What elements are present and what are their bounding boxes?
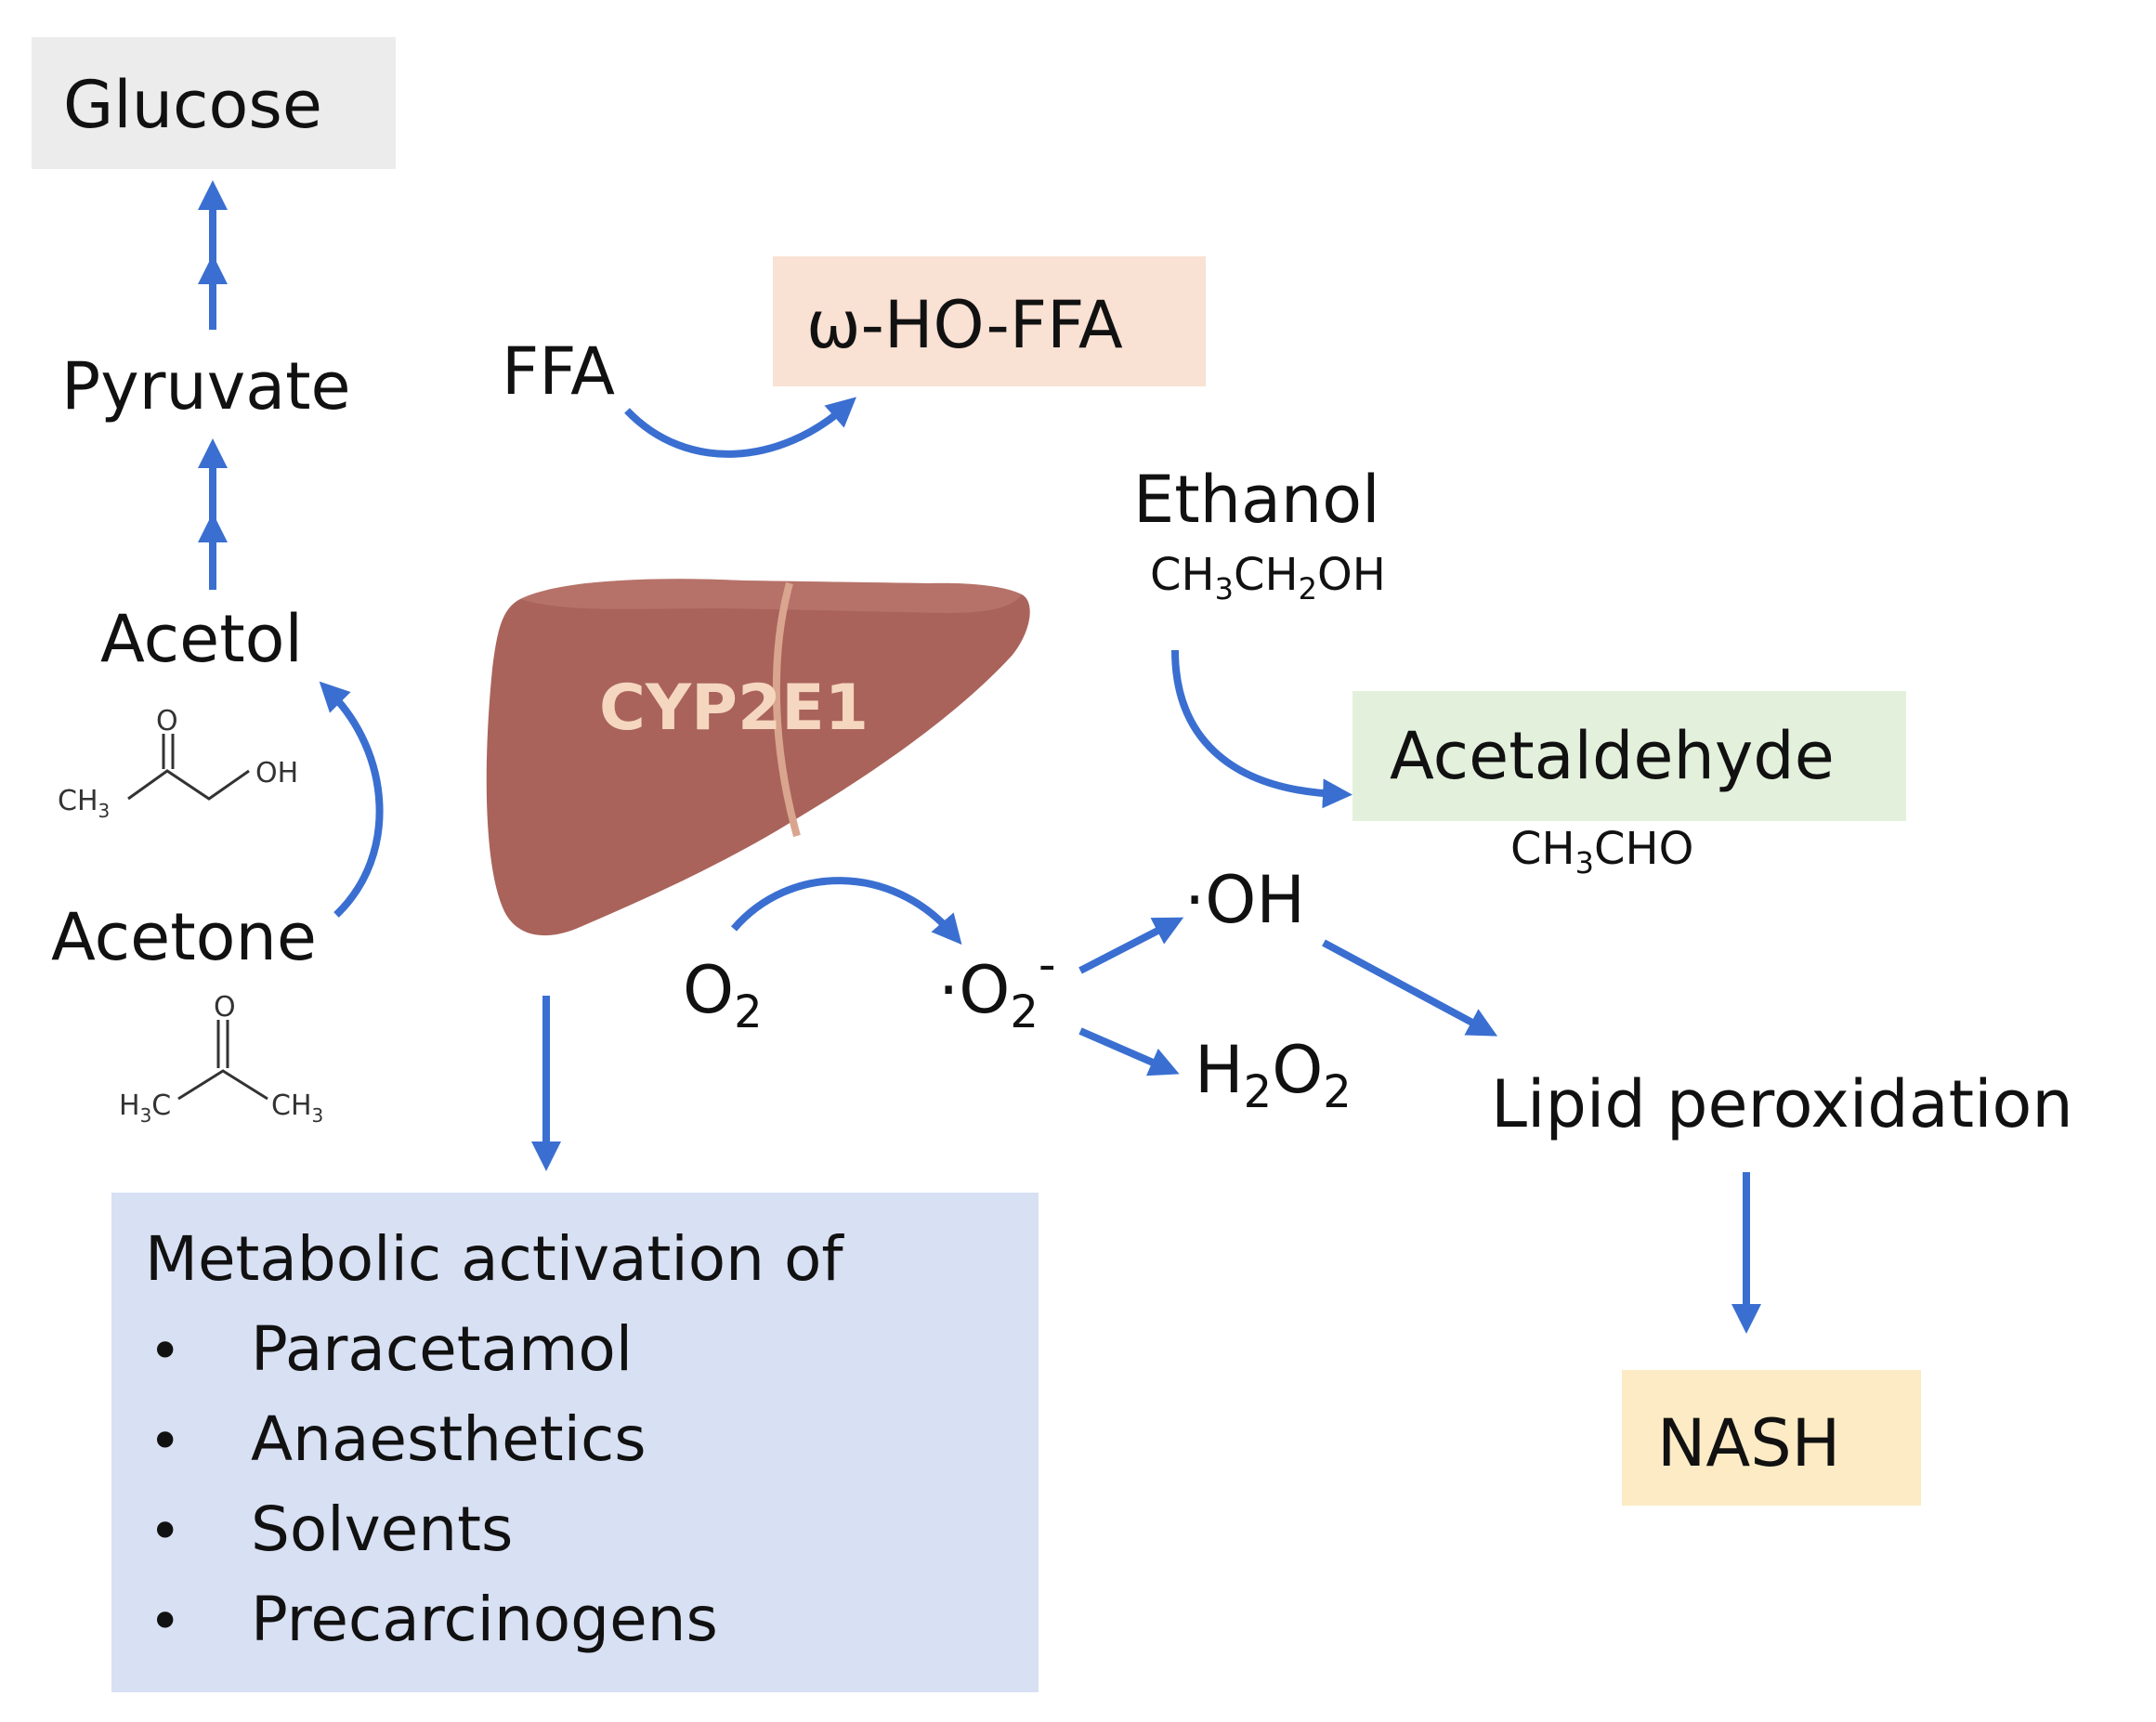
bullet: • bbox=[149, 1499, 181, 1564]
arrow-superoxide-to-h2o2 bbox=[1078, 1027, 1180, 1076]
acetone-structure: O H3C CH3 bbox=[119, 991, 323, 1127]
metabolic-activation-title: Metabolic activation of bbox=[145, 1223, 844, 1295]
metabolic-activation-list: • Paracetamol • Anaesthetics • Solvents … bbox=[149, 1313, 718, 1655]
arrow-ffa-to-omega-ho-ffa bbox=[624, 397, 856, 458]
bullet: • bbox=[149, 1409, 181, 1474]
acetaldehyde-box bbox=[1352, 691, 1906, 821]
hydroxyl-label: ·OH bbox=[1184, 862, 1305, 938]
glucose-box bbox=[32, 37, 396, 169]
ffa-label: FFA bbox=[502, 333, 615, 410]
arrow-superoxide-to-hydroxyl bbox=[1078, 917, 1184, 974]
ethanol-formula: CH3CH2OH bbox=[1150, 549, 1386, 607]
omega-ho-ffa-label: ω-HO-FFA bbox=[806, 287, 1123, 363]
arrow-ethanol-to-acetaldehyde bbox=[1171, 649, 1352, 809]
ethanol-label: Ethanol bbox=[1133, 462, 1380, 538]
list-item: Paracetamol bbox=[251, 1313, 633, 1385]
acetol-structure: O OH CH3 bbox=[58, 705, 298, 822]
bullet: • bbox=[149, 1589, 181, 1654]
acetaldehyde-formula: CH3CHO bbox=[1510, 823, 1693, 881]
acetone-o: O bbox=[214, 991, 236, 1024]
acetol-label: Acetol bbox=[100, 601, 303, 677]
superoxide-label: ·O2- bbox=[938, 937, 1056, 1038]
list-item: Anaesthetics bbox=[251, 1403, 647, 1475]
list-item: Solvents bbox=[251, 1494, 513, 1565]
acetaldehyde-label: Acetaldehyde bbox=[1390, 718, 1835, 794]
omega-ho-ffa-box bbox=[773, 256, 1206, 386]
list-item: Precarcinogens bbox=[251, 1584, 718, 1655]
o2-label: O2 bbox=[683, 952, 763, 1038]
acetone-h3c: H3C bbox=[119, 1089, 171, 1127]
acetol-ch3: CH3 bbox=[58, 785, 110, 822]
acetone-label: Acetone bbox=[51, 899, 317, 975]
glucose-label: Glucose bbox=[63, 67, 322, 143]
arrow-acetone-to-acetol bbox=[319, 681, 384, 918]
pyruvate-label: Pyruvate bbox=[61, 348, 351, 424]
h2o2-label: H2O2 bbox=[1195, 1032, 1352, 1118]
liver-icon bbox=[486, 579, 1030, 936]
nash-label: NASH bbox=[1657, 1405, 1840, 1481]
acetol-o: O bbox=[156, 705, 178, 737]
arrow-hydroxyl-to-lipid-peroxidation bbox=[1322, 939, 1498, 1037]
metabolic-activation-box bbox=[111, 1193, 1039, 1692]
acetol-oh: OH bbox=[255, 757, 298, 789]
lipid-peroxidation-label: Lipid peroxidation bbox=[1491, 1066, 2073, 1142]
nash-box bbox=[1622, 1370, 1921, 1506]
bullet: • bbox=[149, 1319, 181, 1384]
arrow-o2-to-superoxide bbox=[730, 877, 962, 946]
cyp2e1-label: CYP2E1 bbox=[599, 672, 869, 745]
acetone-ch3: CH3 bbox=[271, 1089, 323, 1127]
